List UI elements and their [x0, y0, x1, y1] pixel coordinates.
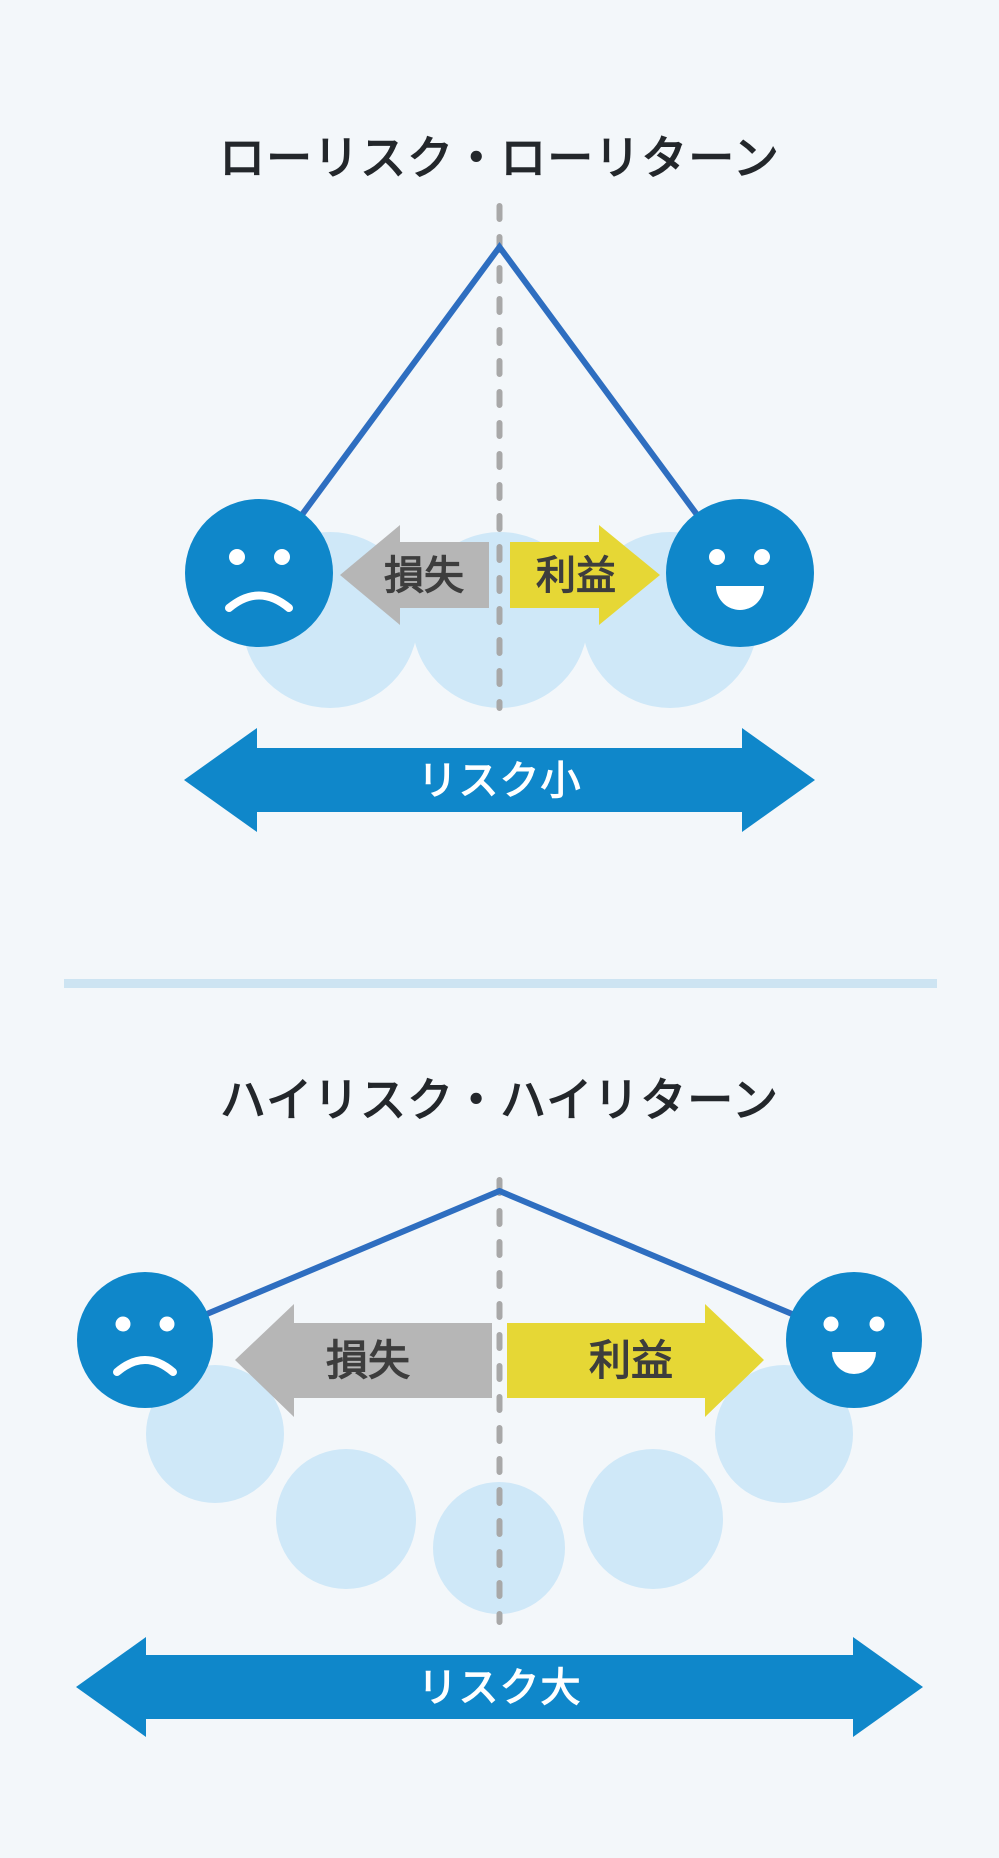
risk-range-arrow-small: リスク小 — [184, 728, 815, 832]
eye — [869, 1316, 885, 1332]
high-risk-title: ハイリスク・ハイリターン — [220, 1074, 779, 1126]
eye — [115, 1316, 131, 1332]
loss-arrow-label: 損失 — [384, 554, 465, 598]
happy-face-icon — [666, 499, 814, 647]
loss-arrow-label: 損失 — [326, 1337, 411, 1384]
profit-arrow — [507, 1304, 764, 1417]
ghost-circle — [146, 1365, 284, 1503]
ghost-circle — [715, 1365, 853, 1503]
ghost-circle — [433, 1482, 565, 1614]
eye — [159, 1316, 175, 1332]
sad-face-circle — [185, 499, 333, 647]
double-arrow — [76, 1637, 923, 1737]
section-divider — [64, 979, 937, 988]
ghost-circle — [583, 1449, 723, 1589]
eye — [229, 549, 245, 565]
pendulum-lines — [256, 241, 743, 575]
happy-face-icon — [786, 1272, 922, 1408]
risk-range-label: リスク小 — [418, 759, 582, 803]
low-risk-section: ローリスク・ローリターン 損失 利益 — [184, 132, 815, 832]
pendulum-lines — [143, 1187, 856, 1343]
eye — [709, 549, 725, 565]
profit-arrow — [510, 525, 660, 625]
frown-mouth — [225, 591, 293, 612]
risk-range-arrow-large: リスク大 — [76, 1637, 923, 1737]
low-risk-title: ローリスク・ローリターン — [219, 132, 780, 184]
sad-face-icon — [77, 1272, 213, 1408]
eye — [754, 549, 770, 565]
loss-arrow — [235, 1304, 492, 1417]
smile-mouth — [832, 1352, 876, 1374]
risk-range-label: リスク大 — [418, 1666, 582, 1710]
sad-face-circle — [77, 1272, 213, 1408]
high-risk-section: ハイリスク・ハイリターン 損失 利益 — [76, 1074, 923, 1737]
smile-mouth — [716, 586, 764, 610]
profit-arrow-label: 利益 — [536, 554, 616, 598]
happy-face-circle — [666, 499, 814, 647]
sad-face-icon — [185, 499, 333, 647]
profit-arrow-label: 利益 — [589, 1337, 673, 1384]
loss-arrow — [340, 525, 489, 625]
eye — [823, 1316, 839, 1332]
happy-face-circle — [786, 1272, 922, 1408]
frown-mouth — [113, 1356, 177, 1376]
double-arrow — [184, 728, 815, 832]
ghost-circle — [276, 1449, 416, 1589]
eye — [274, 549, 290, 565]
